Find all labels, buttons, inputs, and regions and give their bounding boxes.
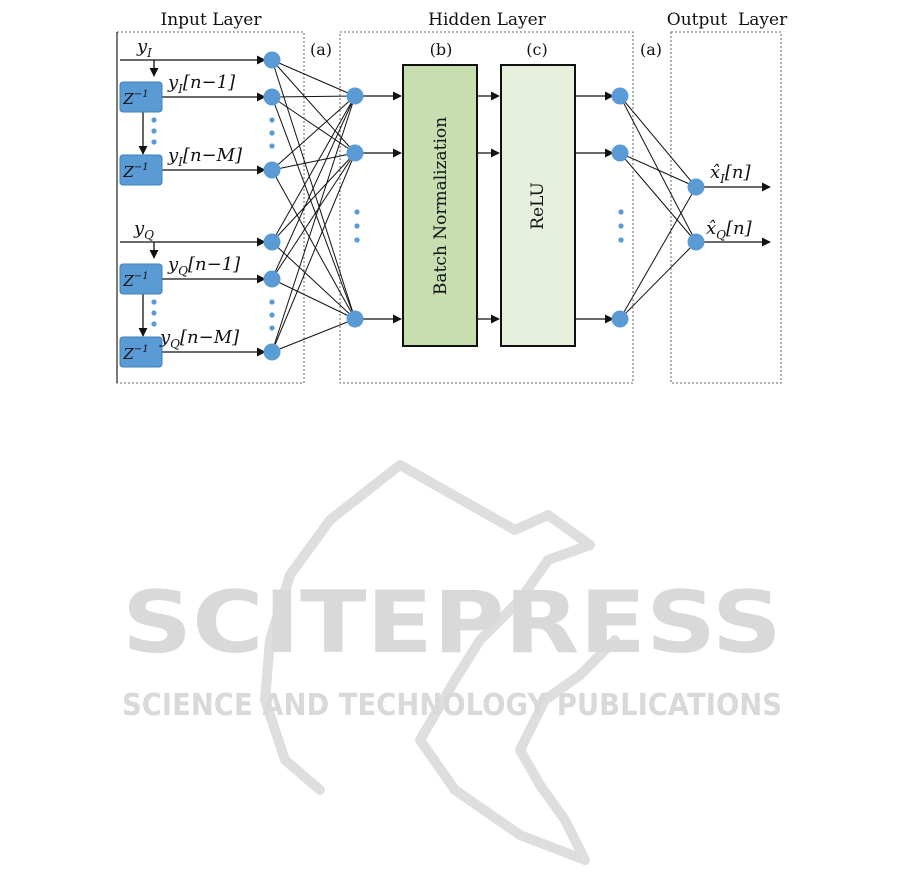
marker-b: (b) — [430, 40, 453, 59]
label-y-q-delay1: yQ[n−1] — [167, 254, 241, 278]
hidden-layer-title: Hidden Layer — [428, 10, 547, 30]
batch-normalization-block: Batch Normalization — [403, 65, 477, 346]
relu-label: ReLU — [528, 182, 548, 230]
input-neuron — [264, 234, 281, 251]
label-y-q: yQ — [133, 218, 154, 242]
delay-block-i-1: Z−1 — [120, 82, 162, 112]
output-neuron — [688, 234, 705, 251]
output-neurons — [688, 179, 705, 251]
hidden-neuron — [347, 145, 364, 162]
label-y-q-delaym: yQ[n−M] — [159, 327, 240, 351]
input-layer-title: Input Layer — [161, 10, 263, 30]
delay-ellipsis — [151, 117, 156, 326]
hidden-neuron — [612, 311, 629, 328]
output-layer-title: Output Layer — [667, 10, 788, 30]
input-neuron — [264, 162, 281, 179]
marker-a-left: (a) — [310, 40, 332, 59]
watermark: SCITEPRESS SCIENCE AND TECHNOLOGY PUBLIC… — [122, 465, 782, 860]
marker-a-right: (a) — [640, 40, 662, 59]
label-y-i: yI — [136, 36, 152, 60]
delay-block-i-m: Z−1 — [120, 155, 162, 185]
hidden-neurons-in — [347, 88, 364, 328]
label-y-i-delaym: yI[n−M] — [167, 145, 243, 169]
hidden-neuron — [347, 88, 364, 105]
output-layer-box — [671, 32, 781, 383]
input-neuron — [264, 52, 281, 69]
hidden-to-output-connections — [620, 96, 696, 319]
input-neurons — [264, 52, 281, 361]
label-y-i-delay1: yI[n−1] — [167, 72, 236, 96]
batch-normalization-label: Batch Normalization — [431, 117, 451, 295]
hidden-neuron — [347, 311, 364, 328]
marker-c: (c) — [526, 40, 547, 59]
output-neuron — [688, 179, 705, 196]
delay-block-q-1: Z−1 — [120, 264, 162, 294]
input-neuron — [264, 344, 281, 361]
input-neuron — [264, 89, 281, 106]
label-x-q-hat: x̂Q[n] — [706, 218, 753, 242]
hidden-layer-box — [340, 32, 633, 383]
watermark-brand: SCITEPRESS — [122, 573, 782, 673]
delay-block-q-m: Z−1 — [120, 337, 162, 367]
hidden-neuron — [612, 145, 629, 162]
input-to-hidden-connections — [272, 60, 355, 352]
hidden-neuron — [612, 88, 629, 105]
label-x-i-hat: x̂I[n] — [710, 162, 752, 186]
hidden-neurons-out — [612, 88, 629, 328]
watermark-tagline: SCIENCE AND TECHNOLOGY PUBLICATIONS — [122, 688, 782, 723]
input-neuron — [264, 271, 281, 288]
relu-block: ReLU — [501, 65, 575, 346]
